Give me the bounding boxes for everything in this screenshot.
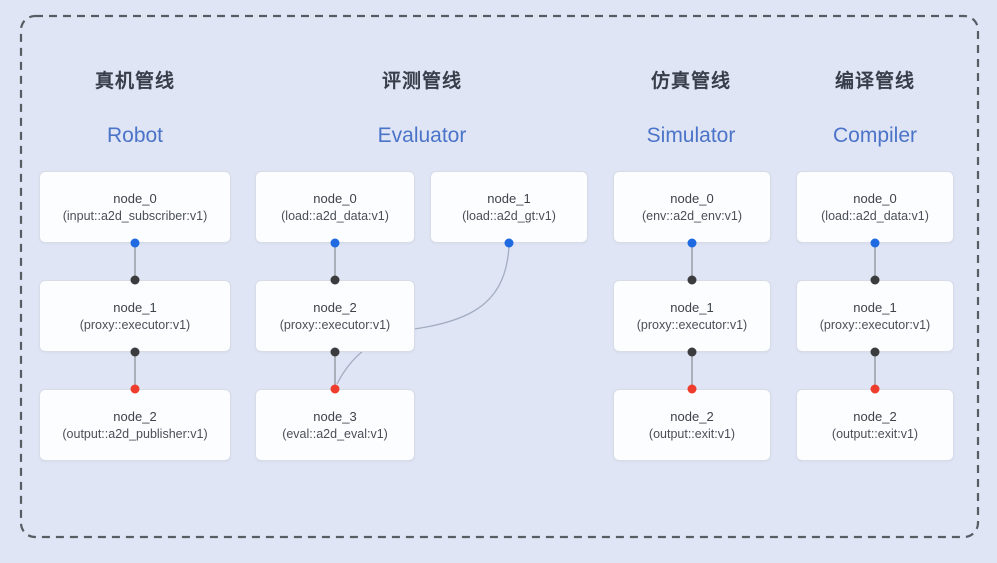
input-port-dot [870,275,880,285]
node-evaluator-1: node_1 (load::a2d_gt:v1) [430,171,588,243]
node-simulator-0: node_0 (env::a2d_env:v1) [613,171,771,243]
output-port-dot [130,238,140,248]
node-subtitle: (env::a2d_env:v1) [641,209,743,223]
node-title: node_1 [670,300,714,315]
node-title: node_2 [113,409,157,424]
node-subtitle: (output::exit:v1) [831,427,919,441]
node-title: node_3 [313,409,357,424]
node-subtitle: (load::a2d_data:v1) [821,209,929,223]
pipeline-title-zh-simulator: 仿真管线 [650,71,731,92]
final-input-port-dot [130,384,140,394]
pipeline-title-en-simulator: Simulator [646,124,736,147]
node-title: node_0 [113,191,157,206]
node-evaluator-3: node_3 (eval::a2d_eval:v1) [255,389,415,461]
dashed-border [19,14,980,539]
node-title: node_1 [487,191,531,206]
output-port-dot [330,347,340,357]
node-title: node_0 [313,191,357,206]
node-subtitle: (proxy::executor:v1) [819,318,931,332]
input-port-dot [687,275,697,285]
node-simulator-1: node_1 (proxy::executor:v1) [613,280,771,352]
output-port-dot [870,238,880,248]
node-subtitle: (proxy::executor:v1) [279,318,391,332]
output-port-dot [504,238,514,248]
node-subtitle: (load::a2d_data:v1) [281,209,389,223]
node-title: node_2 [853,409,897,424]
node-simulator-2: node_2 (output::exit:v1) [613,389,771,461]
node-title: node_1 [113,300,157,315]
node-evaluator-2: node_2 (proxy::executor:v1) [255,280,415,352]
pipeline-title-en-evaluator: Evaluator [377,124,467,147]
node-subtitle: (load::a2d_gt:v1) [462,209,556,223]
input-port-dot [130,275,140,285]
output-port-dot [687,347,697,357]
node-compiler-0: node_0 (load::a2d_data:v1) [796,171,954,243]
output-port-dot [687,238,697,248]
node-robot-0: node_0 (input::a2d_subscriber:v1) [39,171,231,243]
pipeline-title-en-compiler: Compiler [832,124,918,147]
node-robot-1: node_1 (proxy::executor:v1) [39,280,231,352]
node-subtitle: (proxy::executor:v1) [636,318,748,332]
node-title: node_2 [670,409,714,424]
node-title: node_0 [670,191,714,206]
pipeline-title-zh-robot: 真机管线 [94,71,175,92]
final-input-port-dot [870,384,880,394]
output-port-dot [130,347,140,357]
pipeline-title-zh-evaluator: 评测管线 [381,71,462,92]
node-title: node_0 [853,191,897,206]
node-title: node_1 [853,300,897,315]
node-subtitle: (input::a2d_subscriber:v1) [62,209,208,223]
node-subtitle: (proxy::executor:v1) [79,318,191,332]
pipeline-title-en-robot: Robot [106,124,164,147]
final-input-port-dot [330,384,340,394]
output-port-dot [870,347,880,357]
node-evaluator-0: node_0 (load::a2d_data:v1) [255,171,415,243]
node-subtitle: (output::a2d_publisher:v1) [62,427,208,441]
pipeline-title-zh-compiler: 编译管线 [834,71,915,92]
node-subtitle: (eval::a2d_eval:v1) [282,427,388,441]
input-port-dot [330,275,340,285]
node-robot-2: node_2 (output::a2d_publisher:v1) [39,389,231,461]
final-input-port-dot [687,384,697,394]
node-compiler-1: node_1 (proxy::executor:v1) [796,280,954,352]
node-compiler-2: node_2 (output::exit:v1) [796,389,954,461]
node-title: node_2 [313,300,357,315]
node-subtitle: (output::exit:v1) [648,427,736,441]
output-port-dot [330,238,340,248]
